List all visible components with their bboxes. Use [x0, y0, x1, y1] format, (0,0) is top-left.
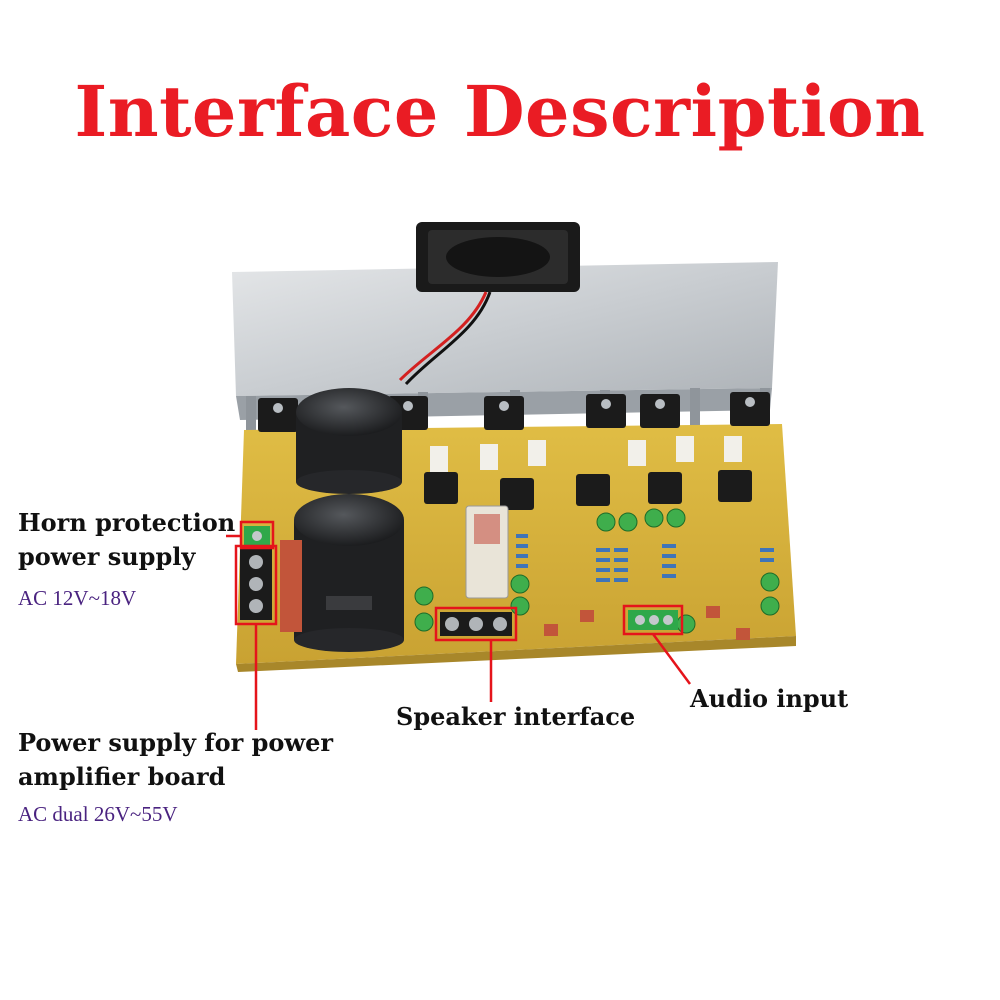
annotation-markers: [226, 520, 692, 730]
horn-label-line1: Horn protection: [18, 508, 236, 537]
horn-label-line2: power supply: [18, 542, 196, 571]
horn-spec: AC 12V~18V: [18, 586, 137, 610]
cooling-fan: [398, 222, 580, 386]
resistors: [516, 534, 774, 582]
power-label-line1: Power supply for power: [18, 728, 333, 757]
small-capacitors: [414, 508, 780, 634]
page-title: Interface Description: [74, 70, 926, 153]
audio-leader-line: [651, 633, 692, 685]
power-terminal-block: [240, 548, 272, 620]
power-transistors: [258, 392, 770, 510]
speaker-terminal-highlight: [434, 606, 518, 642]
filter-capacitors: [294, 388, 404, 652]
speaker-terminal-block: [440, 612, 512, 636]
audio-input-label: Audio input: [690, 684, 849, 713]
audio-input-terminal-block: [628, 610, 678, 630]
protection-relay: [465, 505, 509, 599]
film-capacitors: [280, 540, 750, 640]
power-label-line2: amplifier board: [18, 762, 226, 791]
power-spec: AC dual 26V~55V: [18, 802, 178, 826]
speaker-interface-label: Speaker interface: [396, 702, 636, 731]
horn-terminal-block: [244, 526, 270, 546]
